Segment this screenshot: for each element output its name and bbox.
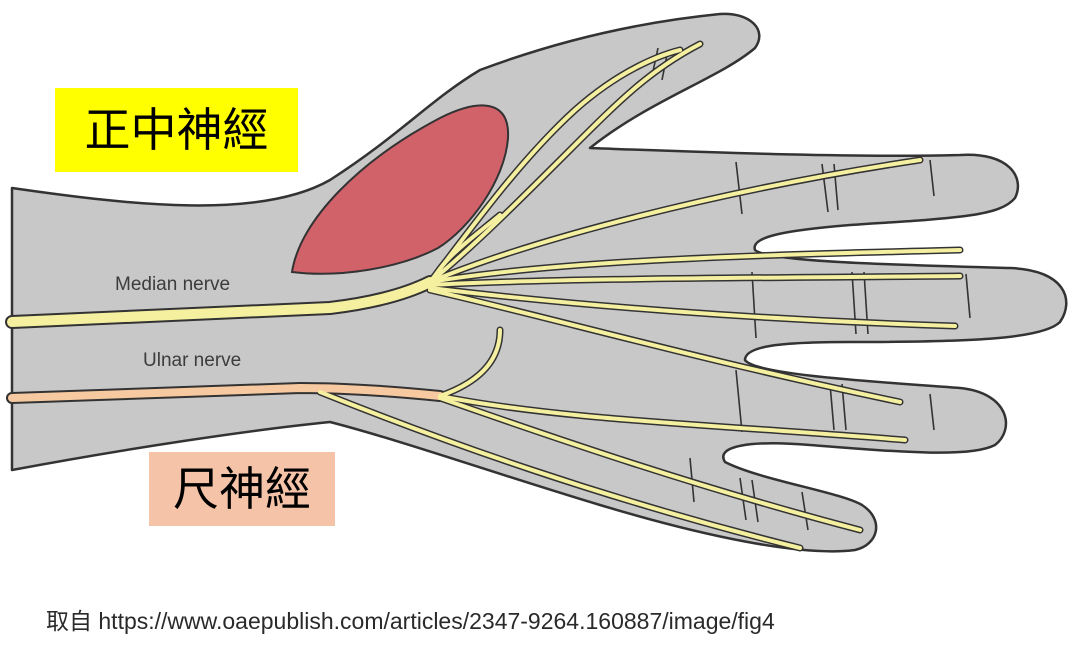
ulnar-nerve-label: Ulnar nerve: [143, 350, 241, 371]
thenar-muscle: [290, 104, 510, 275]
source-prefix: 取自: [46, 608, 92, 634]
source-attribution: 取自 https://www.oaepublish.com/articles/2…: [46, 602, 775, 636]
source-url: https://www.oaepublish.com/articles/2347…: [98, 608, 775, 634]
median-nerve-tag-text: 正中神經: [84, 103, 269, 157]
ulnar-nerve: [6, 326, 909, 552]
hand-nerve-diagram: Median nerve Ulnar nerve: [5, 12, 1068, 553]
median-nerve: [5, 40, 964, 406]
ulnar-nerve-tag: 尺神經: [149, 452, 335, 526]
ulnar-nerve-tag-text: 尺神經: [173, 462, 311, 516]
median-nerve-label: Median nerve: [115, 274, 230, 295]
median-nerve-tag: 正中神經: [55, 88, 298, 172]
